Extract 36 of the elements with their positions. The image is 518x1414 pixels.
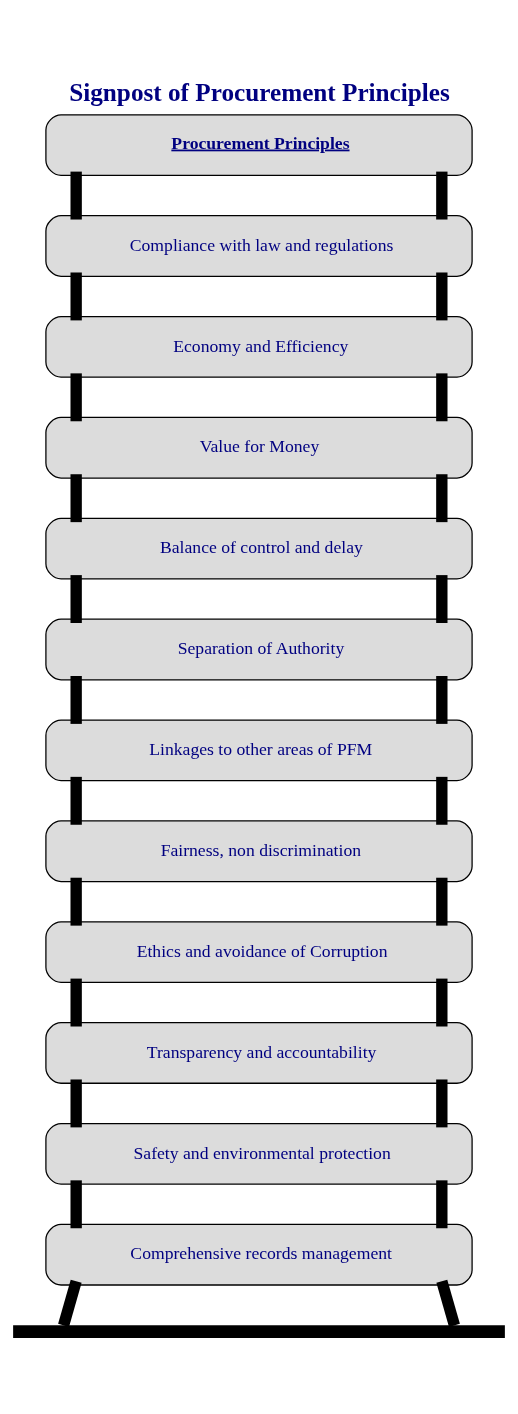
connector (70, 877, 82, 926)
node-bar (13, 1324, 505, 1338)
node-box: Separation of Authority (45, 618, 473, 680)
connector (70, 978, 82, 1026)
node-box: Comprehensive records management (45, 1223, 473, 1286)
connector (436, 978, 448, 1026)
connector (70, 1179, 82, 1228)
connector (70, 1078, 82, 1127)
node-box: Compliance with law and regulations (45, 214, 473, 277)
node-box: Linkages to other areas of PFM (45, 719, 473, 781)
connector (436, 372, 448, 421)
node-box: Ethics and avoidance of Corruption (45, 920, 473, 983)
connector (436, 473, 448, 522)
connector (436, 776, 448, 825)
connector (70, 272, 82, 320)
connector (436, 1179, 448, 1228)
connector (70, 675, 82, 724)
connector (70, 473, 82, 522)
connector (436, 171, 448, 220)
connector (436, 675, 448, 724)
connector (436, 877, 448, 926)
connector (70, 776, 82, 825)
node-box: Value for Money (45, 416, 473, 479)
connector (436, 272, 448, 320)
diagram-title: Signpost of Procurement Principles (69, 78, 450, 106)
connector (70, 372, 82, 421)
node-box: Balance of control and delay (45, 517, 473, 579)
connector (436, 574, 448, 623)
node-box: Fairness, non discrimination (45, 819, 473, 882)
connector (70, 171, 82, 220)
node-box: Procurement Principles (45, 113, 473, 176)
node-box: Transparency and accountability (45, 1021, 473, 1084)
connector (436, 1078, 448, 1127)
node-box: Economy and Efficiency (45, 315, 473, 378)
connector (70, 574, 82, 623)
node-box: Safety and environmental protection (45, 1122, 473, 1185)
